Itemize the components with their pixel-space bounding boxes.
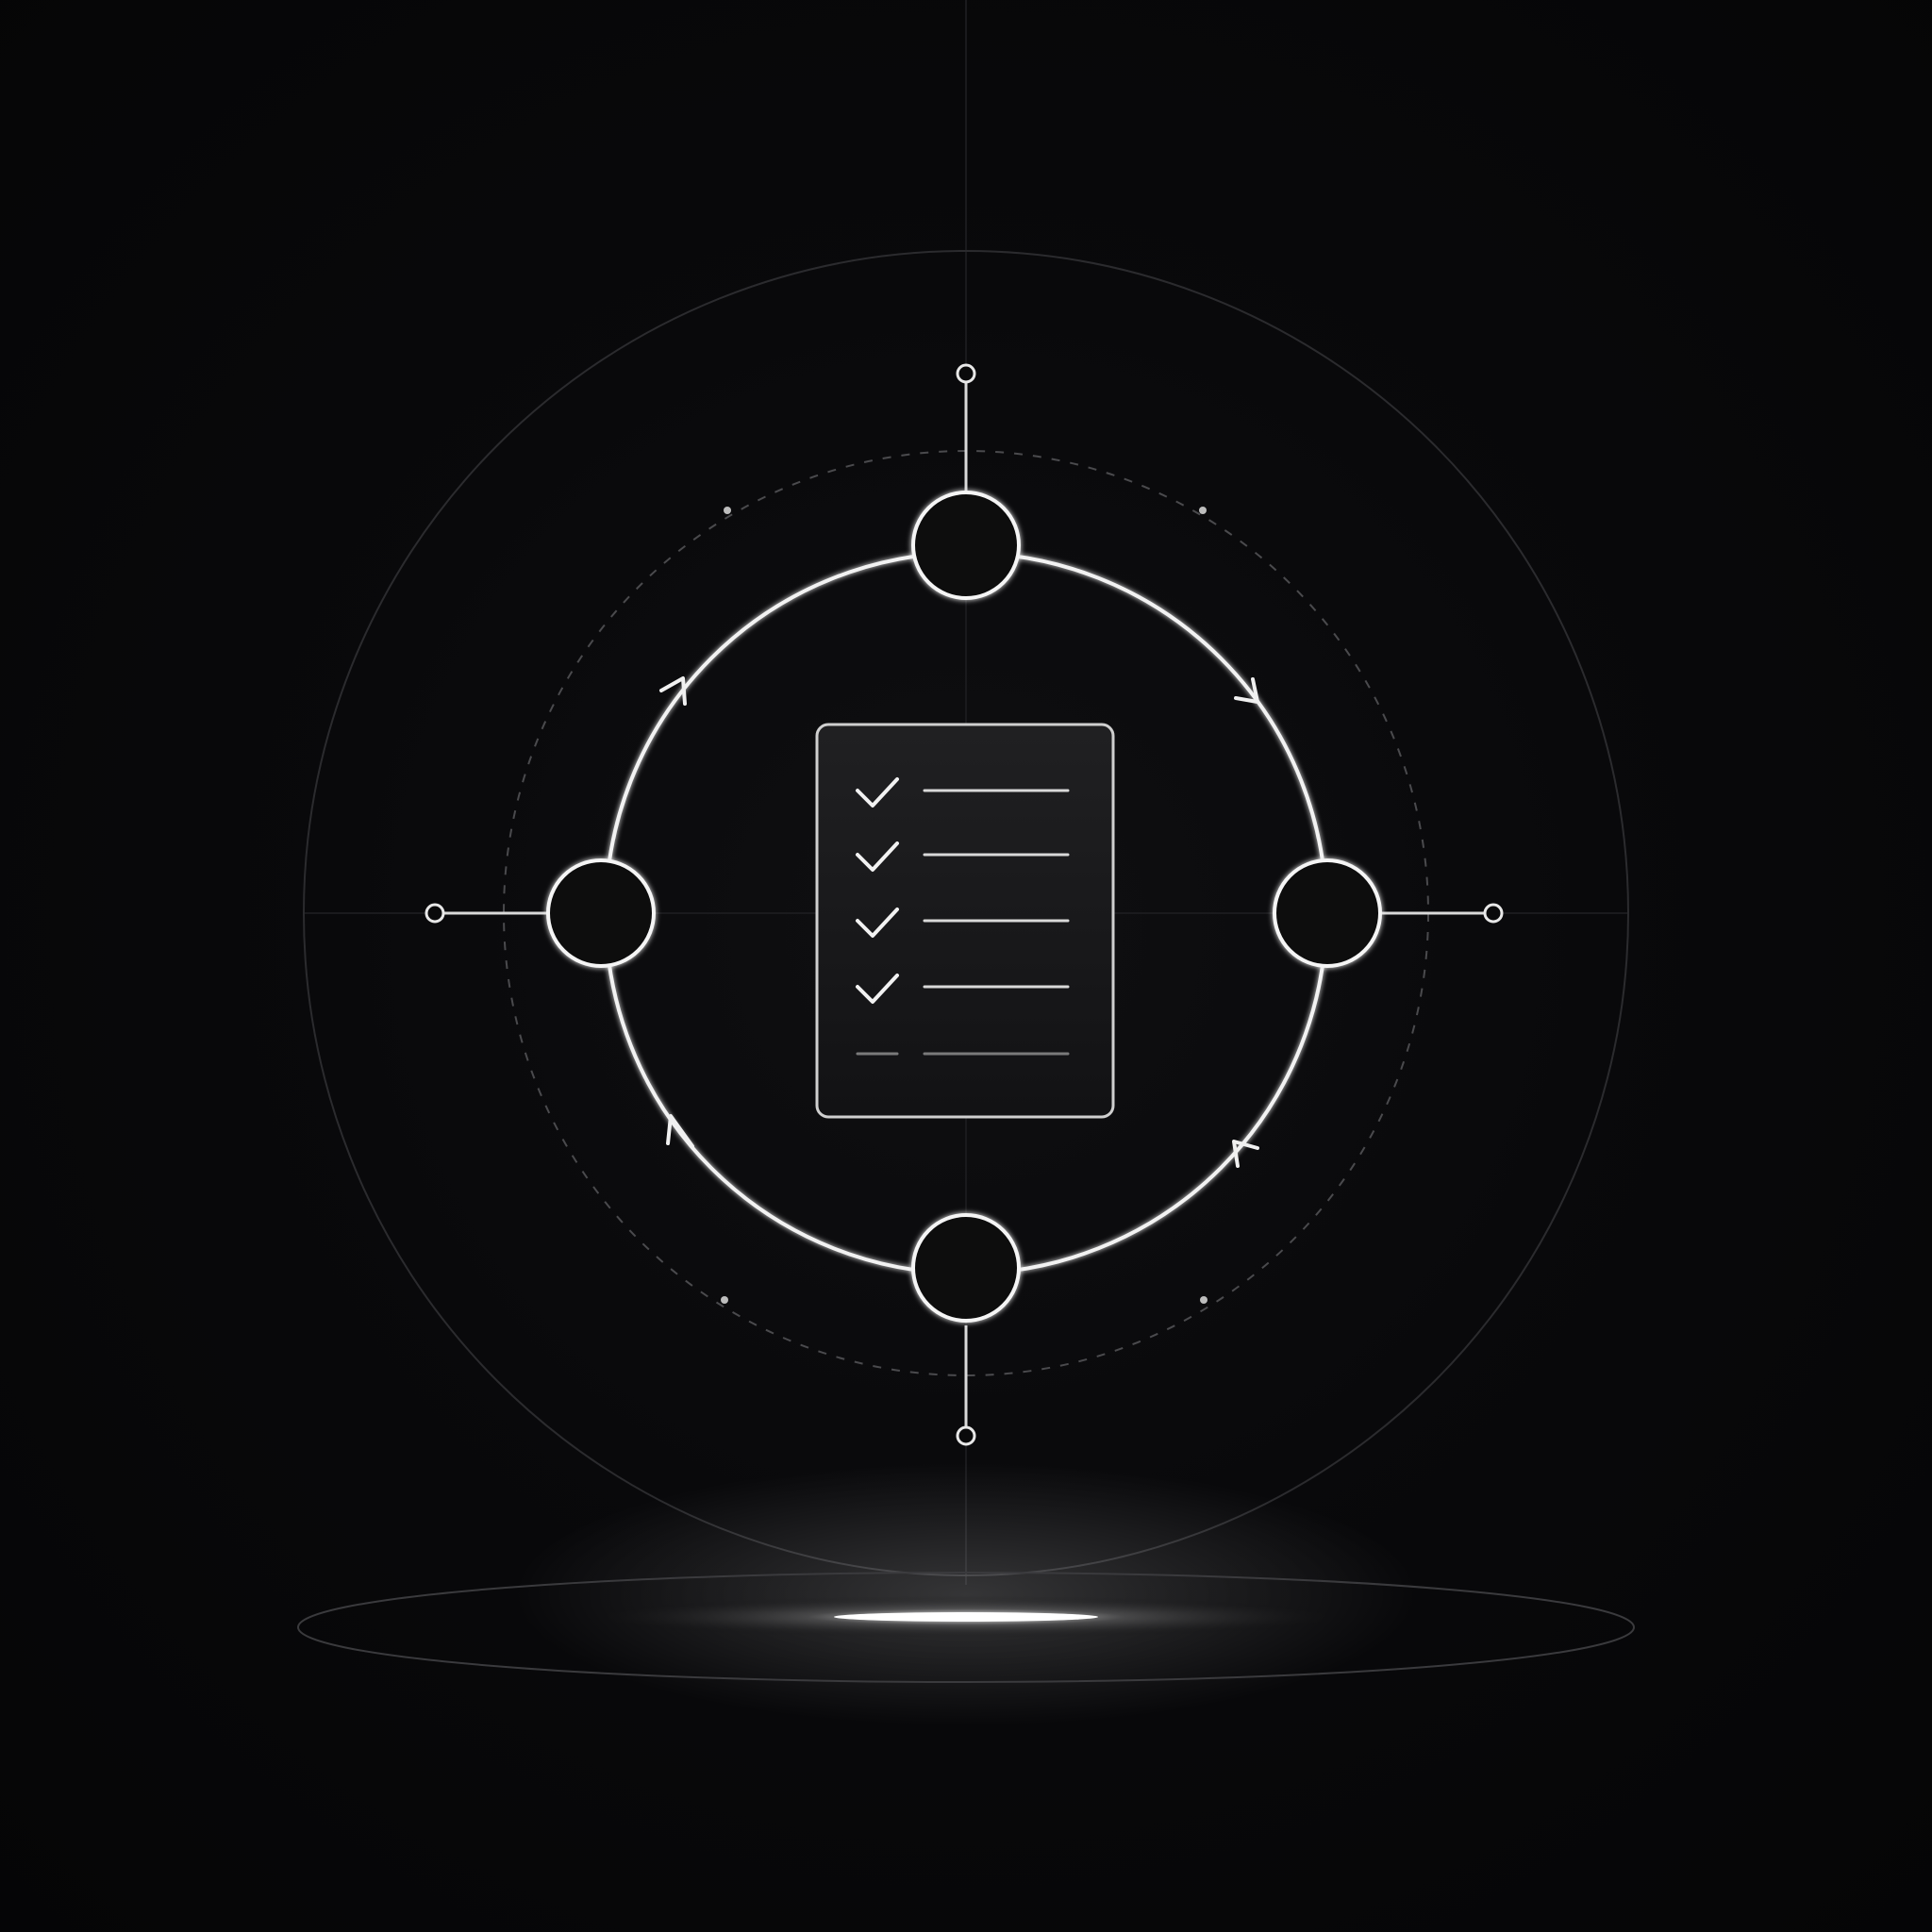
- light-core: [834, 1612, 1098, 1622]
- orbit-dot-top-right: [1199, 507, 1207, 514]
- check-icon-3: [856, 908, 899, 938]
- orbit-dot-bottom-right: [1200, 1296, 1208, 1304]
- checklist-document-icon: [815, 723, 1115, 1119]
- node-top: [911, 491, 1021, 600]
- node-left: [546, 858, 656, 968]
- node-bottom: [911, 1213, 1021, 1323]
- terminal-left: [425, 903, 445, 924]
- arrow-down-left-icon: [1232, 1140, 1259, 1168]
- terminal-bottom: [956, 1425, 976, 1446]
- check-icon-4: [856, 974, 899, 1004]
- orbit-dot-bottom-left: [721, 1296, 728, 1304]
- arrow-down-right-icon: [1234, 677, 1259, 704]
- light-halo: [513, 1462, 1419, 1726]
- terminal-right: [1483, 903, 1504, 924]
- check-icon-2: [856, 841, 899, 872]
- node-right: [1273, 858, 1382, 968]
- arrow-up-left-bottom-icon: [666, 1114, 694, 1148]
- terminal-top: [956, 363, 976, 384]
- check-icon-1: [856, 777, 899, 808]
- arrow-up-left-icon: [659, 676, 687, 706]
- platform-ellipse: [297, 1572, 1635, 1683]
- orbit-dot-top-left: [724, 507, 731, 514]
